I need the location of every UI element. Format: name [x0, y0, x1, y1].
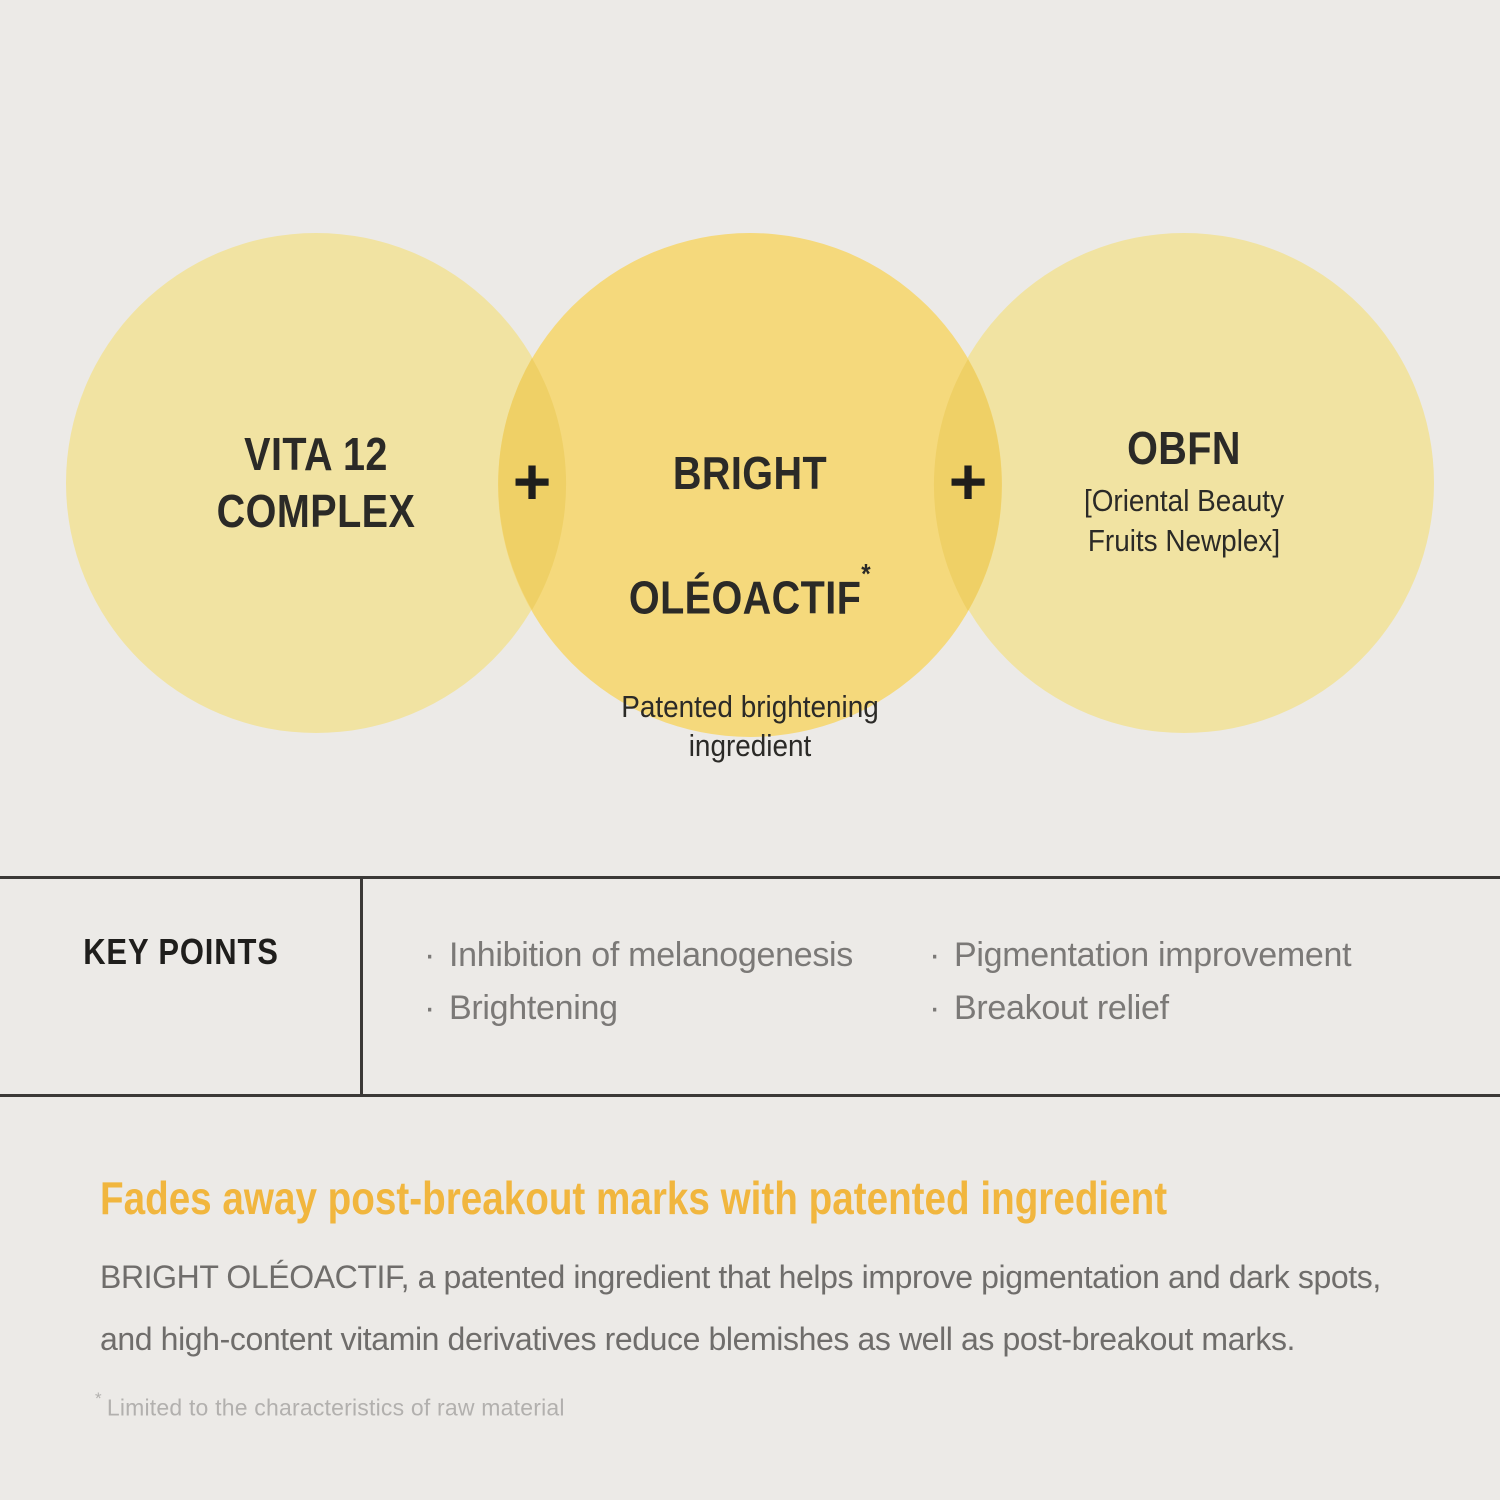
circle-bright-oleoactif — [498, 233, 1002, 737]
key-points-column-2: · Pigmentation improvement · Breakout reli… — [929, 929, 1352, 1035]
footnote-text: Limited to the characteristics of raw ma… — [106, 1394, 565, 1421]
circle2-label-block: BRIGHT OLÉOACTIF* Patented brightening i… — [550, 388, 950, 765]
key-points-column-1: · Inhibition of melanogenesis · Brightenin… — [424, 929, 853, 1035]
asterisk-mark: * — [861, 558, 872, 589]
bullet-dot: · — [424, 936, 436, 974]
key-point-text: Inhibition of melanogenesis — [449, 936, 853, 974]
key-point-item: · Brightening — [424, 982, 853, 1035]
bullet-dot: · — [929, 989, 941, 1027]
circle2-subtitle: Patented brightening ingredient — [621, 689, 879, 764]
circle3-title: OBFN — [1127, 422, 1241, 474]
footnote: *Limited to the characteristics of raw m… — [95, 1389, 565, 1422]
key-point-item: · Inhibition of melanogenesis — [424, 929, 853, 982]
bullet-dot: · — [929, 936, 941, 974]
plus-icon: + — [512, 444, 552, 518]
circle-obfn — [934, 233, 1434, 733]
key-point-text: Breakout relief — [954, 989, 1169, 1027]
circle2-title-line2-text: OLÉOACTIF — [628, 571, 862, 624]
table-bottom-border — [0, 1094, 1500, 1097]
key-point-item: · Pigmentation improvement — [929, 929, 1352, 982]
key-point-item: · Breakout relief — [929, 982, 1351, 1035]
circle2-title: BRIGHT OLÉOACTIF* — [578, 388, 922, 683]
description-body: BRIGHT OLÉOACTIF, a patented ingredient … — [100, 1259, 1381, 1357]
circle2-title-line2: OLÉOACTIF* — [578, 558, 922, 626]
circle1-title: VITA 12 COMPLEX — [216, 428, 416, 537]
circle3-subtitle: [Oriental Beauty Fruits Newplex] — [1083, 483, 1285, 558]
circle3-label-block: OBFN [Oriental Beauty Fruits Newplex] — [984, 420, 1384, 561]
overlap-lens-right — [933, 359, 1002, 611]
table-column-divider — [360, 876, 363, 1097]
table-top-border — [0, 876, 1500, 879]
plus-icon: + — [948, 444, 988, 518]
venn-diagram — [66, 233, 1434, 737]
key-point-text: Brightening — [449, 989, 618, 1027]
circle-vita12-complex — [66, 233, 566, 733]
circle2-title-line1: BRIGHT — [672, 447, 828, 499]
overlap-lens-left — [498, 358, 567, 610]
description-heading: Fades away post-breakout marks with pate… — [100, 1172, 1168, 1224]
key-point-text: Pigmentation improvement — [954, 936, 1352, 974]
footnote-asterisk: * — [95, 1389, 102, 1408]
circle1-label-block: VITA 12 COMPLEX — [116, 426, 516, 540]
bullet-dot: · — [424, 989, 436, 1027]
key-points-title: KEY POINTS — [83, 931, 279, 972]
